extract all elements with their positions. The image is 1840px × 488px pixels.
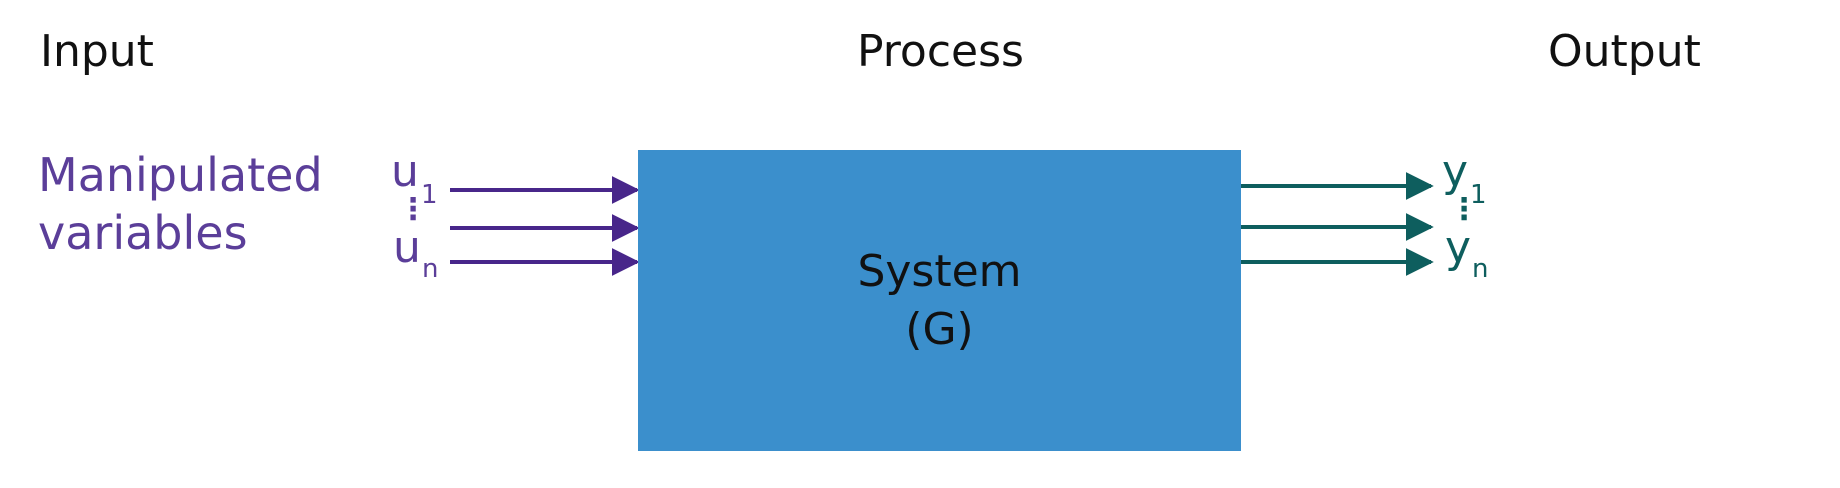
output-variable-first-subscript: 1 — [1470, 180, 1487, 210]
manipulated-variables-line1: Manipulated — [38, 148, 323, 202]
input-variable-first-subscript: 1 — [421, 180, 438, 210]
input-variable-ellipsis: ⋮ — [398, 192, 428, 227]
system-symbol: (G) — [905, 303, 974, 355]
system-block: System (G) — [638, 150, 1241, 451]
manipulated-variables-label: Manipulated variables — [38, 146, 323, 262]
output-variable-last-subscript: n — [1472, 254, 1489, 284]
output-variable-last: y — [1445, 222, 1472, 273]
system-label: System — [857, 245, 1022, 297]
input-variable-last: u — [393, 222, 421, 273]
input-heading: Input — [40, 26, 154, 77]
input-variable-first: u — [391, 146, 419, 197]
manipulated-variables-line2: variables — [38, 206, 248, 260]
output-variable-first: y — [1442, 146, 1469, 197]
output-variable-ellipsis: ⋮ — [1449, 192, 1479, 227]
input-variable-last-subscript: n — [422, 254, 439, 284]
process-heading: Process — [857, 26, 1024, 77]
output-heading: Output — [1548, 26, 1701, 77]
